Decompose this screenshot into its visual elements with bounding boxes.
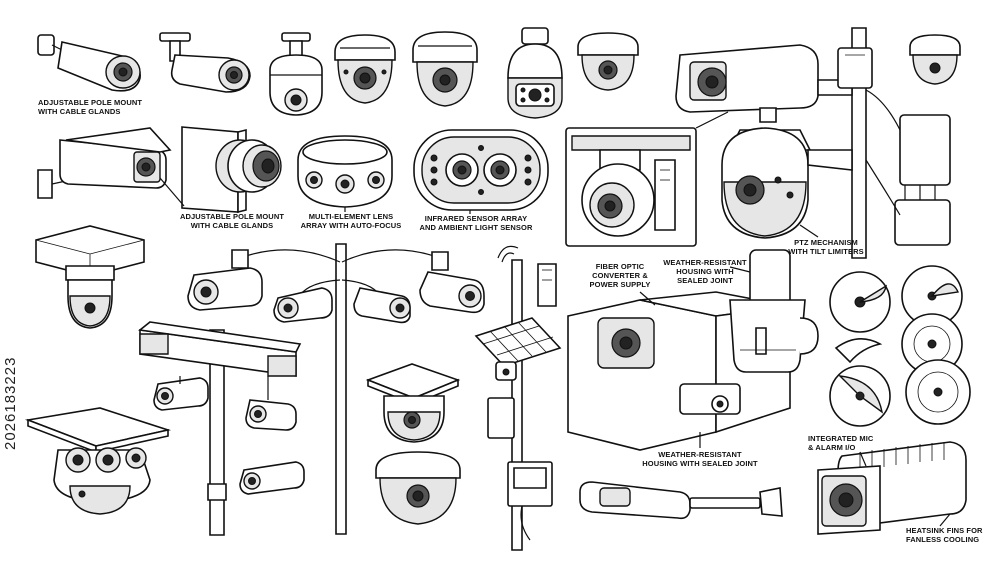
label-fiber: FIBER OPTIC CONVERTER & POWER SUPPLY xyxy=(589,262,651,289)
bracket-bullet-camera-icon xyxy=(160,33,250,92)
hand-blender-icon xyxy=(580,482,782,518)
label-housing-top: WEATHER-RESISTANT HOUSING WITH SEALED JO… xyxy=(663,258,747,285)
label-lens-array: MULTI-ELEMENT LENS ARRAY WITH AUTO-FOCUS xyxy=(300,212,402,230)
street-pole-cameras-icon xyxy=(140,322,304,535)
label-ir-array: INFRARED SENSOR ARRAY AND AMBIENT LIGHT … xyxy=(419,214,533,232)
pole-mounted-ptz-assembly-icon xyxy=(676,28,950,258)
blade-disc-set-icon xyxy=(830,266,970,426)
dome-camera-1-icon xyxy=(335,35,395,103)
dome-camera-5-icon xyxy=(376,452,460,524)
dome-camera-4-icon xyxy=(910,35,960,84)
dome-camera-3-icon xyxy=(578,33,638,90)
label-ptz: PTZ MECHANISM WITH TILT LIMITERS xyxy=(788,238,864,256)
label-housing-bottom: WEATHER-RESISTANT HOUSING WITH SEALED JO… xyxy=(642,450,758,468)
dome-camera-2-icon xyxy=(413,32,477,106)
solar-camera-pole-icon xyxy=(476,246,560,550)
ceiling-recessed-dome-camera-icon xyxy=(368,364,458,442)
stock-id: 2026183223 xyxy=(2,356,19,450)
ceiling-multi-sensor-camera-icon xyxy=(28,408,168,514)
pendant-dome-camera-icon xyxy=(270,33,322,115)
food-processor-icon xyxy=(568,250,818,450)
label-pole-mount-top: ADJUSTABLE POLE MOUNT WITH CABLE GLANDS xyxy=(38,98,143,116)
label-pole-mount-mid: ADJUSTABLE POLE MOUNT WITH CABLE GLANDS xyxy=(179,212,285,230)
infrared-sensor-array-icon xyxy=(414,130,548,210)
wall-box-camera-icon xyxy=(38,128,170,198)
speed-dome-camera-icon xyxy=(508,28,562,118)
ptz-mechanism-inset-icon xyxy=(566,112,728,246)
label-heatsink: HEATSINK FINS FOR FANLESS COOLING xyxy=(906,526,983,544)
label-mic: INTEGRATED MIC & ALARM I/O xyxy=(808,434,874,452)
multi-camera-pole-icon xyxy=(188,244,484,534)
corner-mount-dome-camera-icon xyxy=(36,226,144,328)
lens-module-icon xyxy=(182,127,281,212)
multi-lens-dome-camera-icon xyxy=(298,136,392,207)
heatsink-bullet-camera-icon xyxy=(818,442,966,534)
callout-leaders xyxy=(160,178,950,526)
bullet-camera-icon xyxy=(38,35,140,91)
